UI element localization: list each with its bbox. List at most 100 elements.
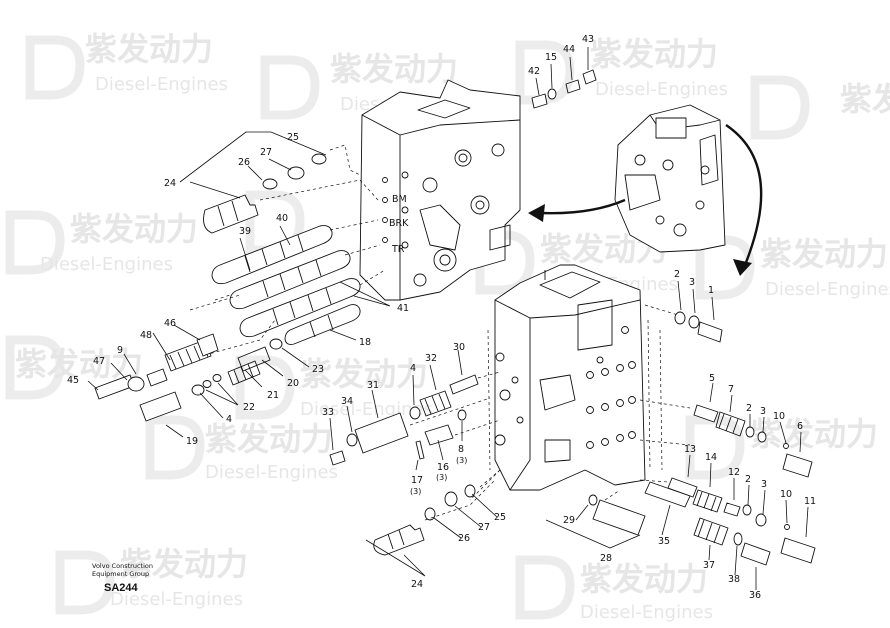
oring-2-top xyxy=(674,311,686,325)
caption-block: Volvo Construction Equipment Group xyxy=(92,562,154,578)
callout-2-top: 2 xyxy=(674,269,680,280)
callout-48: 48 xyxy=(140,330,152,341)
oring-38 xyxy=(733,532,743,546)
callout-31: 31 xyxy=(367,380,379,391)
callout-18: 18 xyxy=(359,337,371,348)
callout-14: 14 xyxy=(705,452,717,463)
caption-line-1: Volvo Construction xyxy=(92,562,154,570)
callout-15: 15 xyxy=(545,52,557,63)
callout-12: 12 xyxy=(728,467,740,478)
callout-26-upper: 26 xyxy=(238,157,250,168)
part-12 xyxy=(723,502,741,517)
callout-5: 5 xyxy=(709,373,715,384)
bolt-17 xyxy=(415,440,425,460)
callout-8-qty: (3) xyxy=(456,456,467,465)
ball-10-top xyxy=(783,443,789,449)
plug-6 xyxy=(782,453,813,478)
plug-33 xyxy=(329,450,346,466)
watermark-subtitle: Diesel-Engines xyxy=(40,254,173,275)
washer-47 xyxy=(127,376,145,392)
sleeve-31 xyxy=(354,412,409,454)
oring-4-left xyxy=(191,384,205,396)
cap-19 xyxy=(139,391,182,422)
callout-11: 11 xyxy=(804,496,816,507)
body-label-tr: TR xyxy=(391,244,405,255)
watermark-logo xyxy=(5,35,810,620)
spring-32 xyxy=(419,390,452,417)
callout-4-left: 4 xyxy=(226,414,232,425)
callout-21: 21 xyxy=(267,390,279,401)
callout-23: 23 xyxy=(312,364,324,375)
callout-36: 36 xyxy=(749,590,761,601)
oring-8 xyxy=(457,409,467,421)
callout-6: 6 xyxy=(797,421,803,432)
lower-valve-body xyxy=(494,264,646,491)
callout-39: 39 xyxy=(239,226,251,237)
oring-29 xyxy=(588,494,598,506)
callout-7: 7 xyxy=(728,384,734,395)
sleeve-28 xyxy=(592,499,646,536)
callout-16: 16 xyxy=(437,462,449,473)
callout-30: 30 xyxy=(453,342,465,353)
callout-32: 32 xyxy=(425,353,437,364)
oring-26-upper xyxy=(262,178,278,190)
callout-38: 38 xyxy=(728,574,740,585)
watermark-subtitle: Diesel-Engines xyxy=(205,462,338,483)
callout-13: 13 xyxy=(684,444,696,455)
spring-20 xyxy=(237,346,271,372)
callout-40: 40 xyxy=(276,213,288,224)
spool-13 xyxy=(667,477,698,498)
callout-25-upper: 25 xyxy=(287,132,299,143)
watermark-brand: 紫发动力 xyxy=(85,30,213,68)
watermark-brand: 紫发动力 xyxy=(580,560,708,598)
oring-2-mid xyxy=(745,426,755,438)
spring-37 xyxy=(693,517,729,546)
callout-27-upper: 27 xyxy=(260,147,272,158)
callout-24-lower: 24 xyxy=(411,579,423,590)
watermark-brand: 紫发动力 xyxy=(750,415,878,453)
watermark-brand: 紫发动力 xyxy=(70,210,198,248)
body-label-bm: BM xyxy=(392,194,407,205)
callout-27-lower: 27 xyxy=(478,522,490,533)
plug-43 xyxy=(582,69,597,85)
spool-39 xyxy=(211,225,333,285)
plug-11 xyxy=(780,537,816,564)
plug-30 xyxy=(449,374,479,395)
dashed-alignment-lines xyxy=(189,144,691,521)
watermark-brand: 紫发动力 xyxy=(590,35,718,73)
oring-26-lower xyxy=(424,507,436,521)
callout-3-mid: 3 xyxy=(760,406,766,417)
callout-10-low: 10 xyxy=(780,489,792,500)
ring-3-mid xyxy=(757,431,767,443)
callout-43: 43 xyxy=(582,34,594,45)
callout-24-upper: 24 xyxy=(164,178,176,189)
watermark-subtitle: Diesel-Engines xyxy=(765,279,890,300)
watermark-subtitle: Diesel-Engines xyxy=(580,602,713,623)
callout-2-low: 2 xyxy=(745,474,751,485)
oring-34 xyxy=(346,433,358,447)
spring-48 xyxy=(164,339,212,372)
caption-line-2: Equipment Group xyxy=(92,569,150,578)
spring-14 xyxy=(692,489,723,513)
body-label-brk: BRK xyxy=(389,218,409,229)
callout-28: 28 xyxy=(600,553,612,564)
cap-46 xyxy=(196,333,219,357)
spool-35 xyxy=(644,481,691,508)
right-parts xyxy=(531,69,816,566)
left-parts xyxy=(94,333,283,422)
callout-3-top: 3 xyxy=(689,277,695,288)
ring-3-low xyxy=(755,513,767,527)
direction-arrows xyxy=(539,124,763,266)
callout-17: 17 xyxy=(411,475,423,486)
callout-numbers: 43 44 15 42 25 27 26 24 40 39 41 18 48 4… xyxy=(67,34,816,601)
ring-22a xyxy=(202,380,212,388)
drawing-layer: BM BRK TR xyxy=(67,34,816,601)
callout-3-low: 3 xyxy=(761,479,767,490)
watermark-brand: 紫发动力 xyxy=(120,545,248,583)
ring-23 xyxy=(269,338,283,350)
spring-21 xyxy=(227,360,261,386)
callout-47: 47 xyxy=(93,356,105,367)
callout-37: 37 xyxy=(703,560,715,571)
